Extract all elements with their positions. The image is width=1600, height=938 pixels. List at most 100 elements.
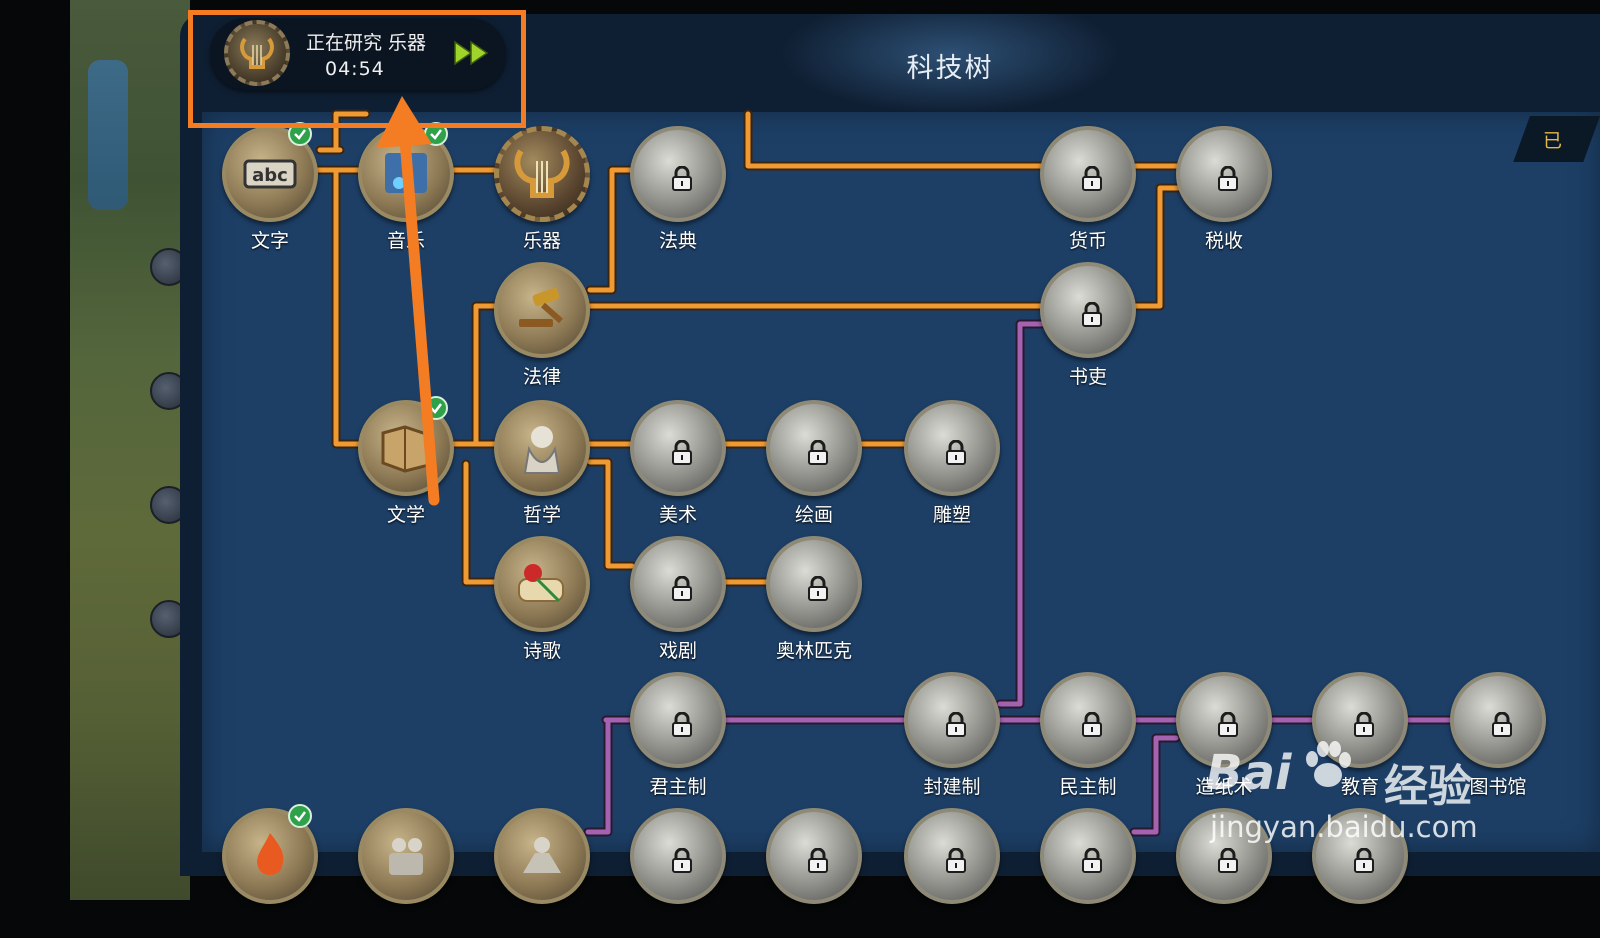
tech-node-person[interactable]	[630, 808, 726, 938]
tech-label: 乐器	[522, 230, 561, 252]
tech-label: 文字	[250, 230, 289, 252]
title-glow	[780, 14, 1120, 114]
tech-label: 绘画	[794, 504, 833, 526]
tech-node-philosophy[interactable]: 哲学	[494, 400, 590, 530]
lock-icon	[1082, 848, 1102, 873]
tech-label: 法律	[522, 366, 561, 388]
checkmark-icon	[288, 804, 312, 828]
tech-label: 图书馆	[1469, 776, 1527, 798]
fast-forward-button[interactable]	[452, 38, 492, 68]
tech-label: 教育	[1340, 776, 1379, 798]
coin-pile-icon	[1176, 126, 1272, 222]
tech-node-code[interactable]: 法典	[630, 126, 726, 256]
tutorial-arrow	[376, 96, 440, 506]
tech-link-orange	[587, 459, 635, 569]
tech-node-tablet[interactable]	[766, 808, 862, 938]
tech-node-statue[interactable]	[358, 808, 454, 938]
lock-icon	[672, 712, 692, 737]
tech-label: 税收	[1204, 230, 1243, 252]
fire-icon	[222, 808, 318, 904]
lock-icon	[946, 848, 966, 873]
tech-node-papermaking[interactable]: 造纸术	[1176, 672, 1272, 802]
tech-node-currency[interactable]: 货币	[1040, 126, 1136, 256]
lock-icon	[1082, 712, 1102, 737]
tech-node-taxation[interactable]: 税收	[1176, 126, 1272, 256]
tech-node-sculpture[interactable]: 雕塑	[904, 400, 1000, 530]
tech-node-painting[interactable]: 绘画	[766, 400, 862, 530]
tech-node-religion[interactable]	[494, 808, 590, 938]
person-icon	[630, 808, 726, 904]
scroll-icon	[1040, 262, 1136, 358]
crown-icon	[630, 672, 726, 768]
lock-icon	[672, 440, 692, 465]
tech-label: 文学	[386, 504, 425, 526]
tech-node-olympics[interactable]: 奥林匹克	[766, 536, 862, 666]
tech-label: 诗歌	[522, 640, 561, 662]
tech-label: 封建制	[923, 776, 981, 798]
lock-icon	[1218, 166, 1238, 191]
svg-text:abc: abc	[252, 165, 288, 186]
tech-link-purple	[1131, 735, 1179, 835]
tablet-icon	[766, 808, 862, 904]
lock-icon	[808, 440, 828, 465]
research-timer: 04:54	[325, 58, 385, 80]
rose-scroll-icon	[494, 536, 590, 632]
research-label: 正在研究 乐器	[306, 32, 427, 54]
tech-node-drama[interactable]: 戏剧	[630, 536, 726, 666]
lock-icon	[808, 848, 828, 873]
abc-icon: abc	[222, 126, 318, 222]
tech-node-poetry[interactable]: 诗歌	[494, 536, 590, 666]
philosopher-icon	[494, 400, 590, 496]
fast-forward-icon	[454, 40, 489, 66]
tech-label: 哲学	[522, 504, 561, 526]
tech-node-law[interactable]: 法律	[494, 262, 590, 392]
torch-icon	[766, 536, 862, 632]
tech-label: 美术	[658, 504, 697, 526]
tech-label: 法典	[658, 230, 697, 252]
tech-link-orange	[587, 167, 635, 293]
tech-node-monarchy[interactable]: 君主制	[630, 672, 726, 802]
lyre-icon	[494, 126, 590, 222]
tech-label: 货币	[1068, 230, 1107, 252]
bust-icon	[904, 400, 1000, 496]
picture-frame-icon	[766, 400, 862, 496]
tech-link-orange	[463, 461, 499, 585]
tech-link-orange	[1133, 185, 1181, 309]
ballot-box-icon	[1040, 672, 1136, 768]
watermark-logo: Bai	[1206, 745, 1292, 801]
tech-label: 戏剧	[658, 640, 697, 662]
lock-icon	[672, 848, 692, 873]
tech-node-scribe[interactable]: 书吏	[1040, 262, 1136, 392]
tech-label: 民主制	[1059, 776, 1117, 798]
paper-frame-icon	[1176, 672, 1272, 768]
tech-node-instruments[interactable]: 乐器	[494, 126, 590, 256]
lock-icon	[1082, 166, 1102, 191]
lock-icon	[946, 440, 966, 465]
tech-link-orange	[745, 111, 1045, 169]
tech-node-fine-arts[interactable]: 美术	[630, 400, 726, 530]
palette-icon	[630, 400, 726, 496]
lyre-icon[interactable]	[224, 20, 290, 86]
tech-link-orange	[473, 303, 499, 447]
tech-label: 造纸术	[1195, 776, 1253, 798]
mask-icon	[630, 536, 726, 632]
lock-icon	[808, 576, 828, 601]
tech-label: 雕塑	[932, 504, 971, 526]
watermark-brand-cn: 经验	[1384, 761, 1472, 812]
tech-node-fire[interactable]	[222, 804, 318, 938]
tech-label: 君主制	[649, 776, 707, 798]
robed-figure-icon	[494, 808, 590, 904]
tech-node-writing[interactable]: abc 文字	[222, 122, 318, 256]
tech-link-purple	[997, 321, 1045, 707]
lock-icon	[672, 166, 692, 191]
statue-icon	[358, 808, 454, 904]
lock-icon	[1354, 712, 1374, 737]
lock-icon	[1492, 712, 1512, 737]
tech-node-library[interactable]: 图书馆	[1450, 672, 1546, 802]
watermark-url: jingyan.baidu.com	[1210, 810, 1478, 844]
law-book-icon	[630, 126, 726, 222]
tech-link-purple	[585, 717, 635, 835]
lock-icon	[1082, 302, 1102, 327]
tech-node-feudalism[interactable]: 封建制	[904, 672, 1000, 802]
tech-node-democracy[interactable]: 民主制	[1040, 672, 1136, 802]
